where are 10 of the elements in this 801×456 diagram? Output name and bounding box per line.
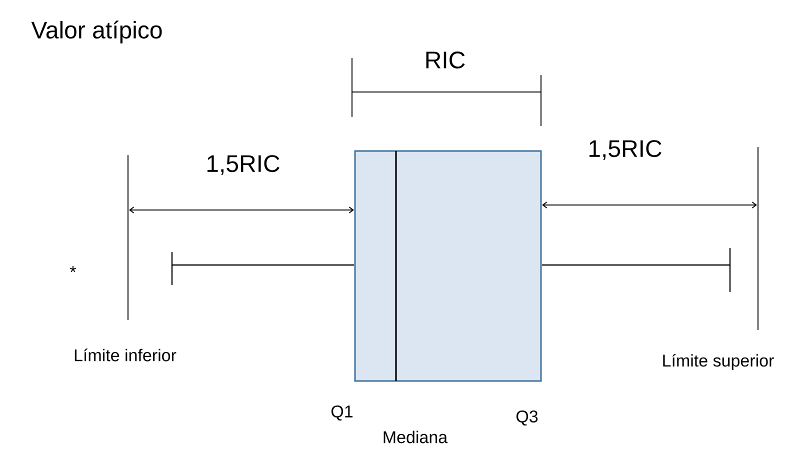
quartile-label: Q3 xyxy=(516,410,538,426)
limit-label: Límite inferior xyxy=(74,348,176,362)
dimension-label: 1,5RIC xyxy=(590,140,662,160)
dimension-label: RIC xyxy=(426,52,465,68)
outlier-label: Valor atípico xyxy=(31,20,162,44)
limit-label: Límite superior xyxy=(663,354,774,370)
quartile-label: Q1 xyxy=(331,405,353,421)
median-label: Mediana xyxy=(384,430,448,444)
dimension-label: 1,5RIC xyxy=(208,155,280,175)
outlier-marker: * xyxy=(70,266,76,272)
